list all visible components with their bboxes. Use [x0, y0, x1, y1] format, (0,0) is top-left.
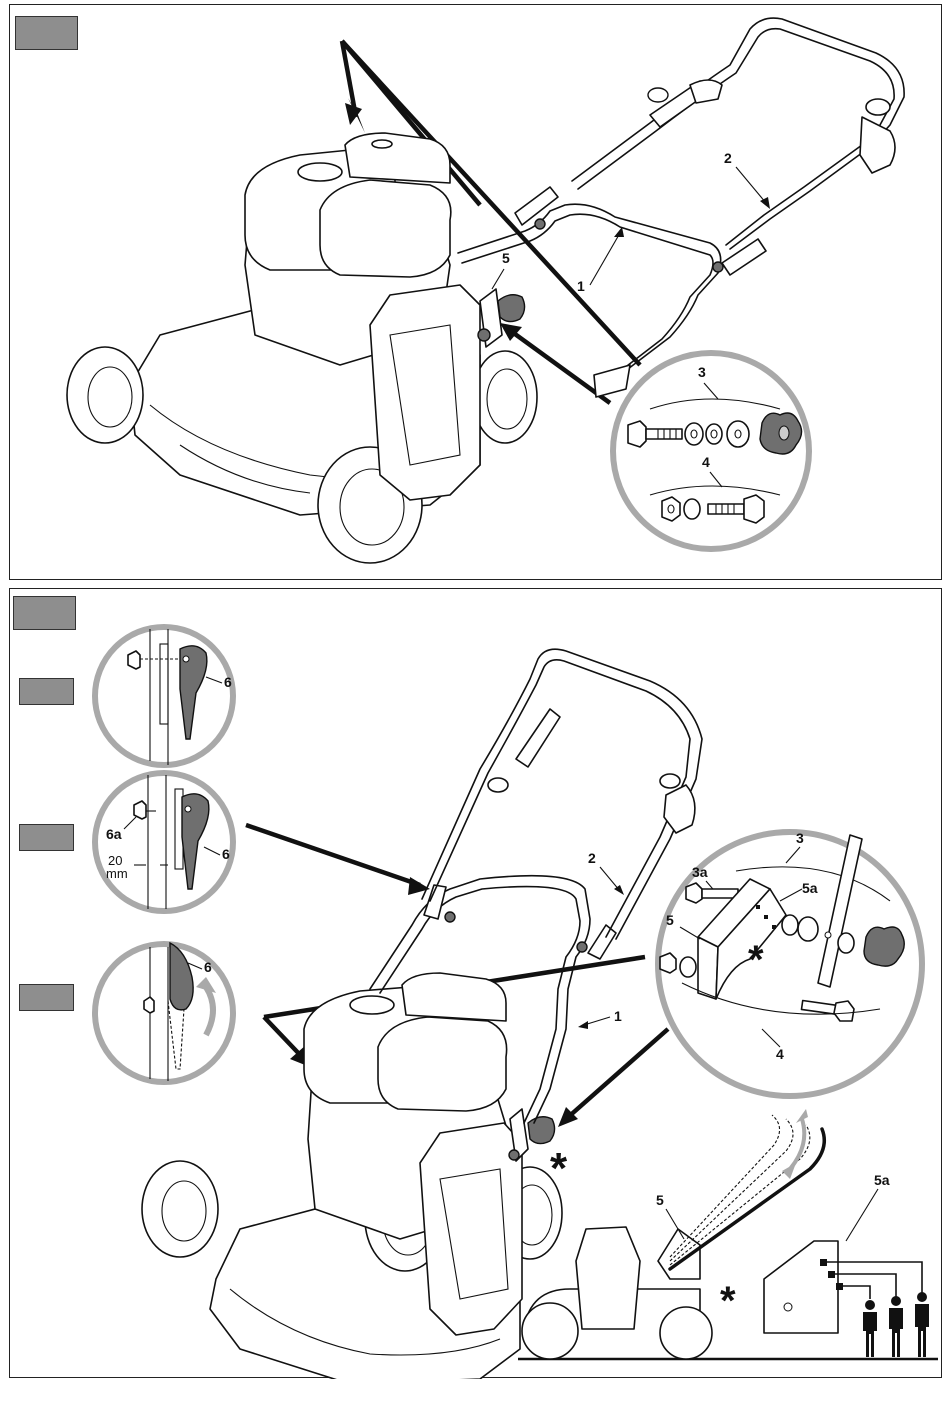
side-front-wheel	[660, 1307, 712, 1359]
arrow-to-knob	[566, 1029, 668, 1119]
star-knob	[498, 295, 525, 322]
upper-handle	[422, 649, 702, 939]
side-engine	[576, 1227, 640, 1329]
lever-detail-circle-b	[95, 773, 233, 911]
callout-6a: 6a	[106, 826, 122, 842]
engine-shroud	[370, 285, 480, 500]
callout-5-side: 5	[656, 1192, 664, 1208]
nut	[662, 497, 680, 521]
callout-2: 2	[588, 850, 596, 866]
asterisk-mark: *	[550, 1144, 568, 1193]
person-height-icon	[889, 1296, 903, 1357]
rear-wheel-left	[142, 1161, 218, 1257]
callout-6-c: 6	[204, 959, 212, 975]
lever-detail-circle-a	[95, 627, 233, 765]
spring-washer	[706, 424, 722, 444]
callout-5a: 5a	[802, 880, 818, 896]
spacer	[798, 917, 818, 941]
callout-6: 6	[224, 674, 232, 690]
handle-clamp	[515, 187, 558, 225]
washer	[685, 423, 703, 445]
asterisk-mark-detail: *	[748, 938, 764, 982]
arrow-to-lever	[246, 825, 420, 885]
handle-grip-knob	[664, 785, 695, 833]
person-height-icon	[915, 1292, 929, 1357]
washer	[684, 499, 700, 519]
arrow-head	[345, 103, 362, 125]
callout-3: 3	[698, 364, 706, 380]
callout-1: 1	[577, 278, 585, 294]
bottom-figure-panel: 6 6a 6 20 mm 6	[9, 588, 942, 1378]
callout-3a: 3a	[692, 864, 708, 880]
callout-6-b: 6	[222, 846, 230, 862]
cable-guide	[516, 709, 560, 767]
gap-unit: mm	[106, 866, 128, 881]
bracket-plate-enlarged	[764, 1241, 838, 1333]
bolt-head	[744, 495, 764, 523]
callout-1: 1	[614, 1008, 622, 1024]
nut	[660, 953, 676, 973]
callout-4: 4	[776, 1046, 784, 1062]
upper-handle	[572, 18, 904, 249]
lower-handle	[458, 204, 721, 375]
callout-5: 5	[666, 912, 674, 928]
bolt-shank	[708, 504, 744, 514]
bolt-head	[834, 1001, 854, 1021]
engine-shroud	[420, 1123, 522, 1335]
washer	[782, 915, 798, 935]
star-knob	[528, 1117, 555, 1144]
person-height-icon	[863, 1300, 877, 1357]
bolt	[628, 421, 646, 447]
top-figure-panel: 5 1 2 3 4	[9, 4, 942, 580]
asterisk-mark-side: *	[720, 1279, 736, 1323]
handle-adjustment-illustration: 6 6a 6 20 mm 6	[10, 589, 943, 1379]
side-rear-wheel	[522, 1303, 578, 1359]
adjust-arrow	[790, 1119, 804, 1169]
callout-2: 2	[724, 150, 732, 166]
air-filter-cover	[378, 1017, 507, 1111]
air-filter-cover	[320, 180, 451, 277]
spacer	[727, 421, 749, 447]
mower-handle-assembly-illustration: 5 1 2 3 4	[10, 5, 943, 581]
callout-5: 5	[502, 250, 510, 266]
callout-5a-side: 5a	[874, 1172, 890, 1188]
callout-4: 4	[702, 454, 710, 470]
callout-3: 3	[796, 830, 804, 846]
